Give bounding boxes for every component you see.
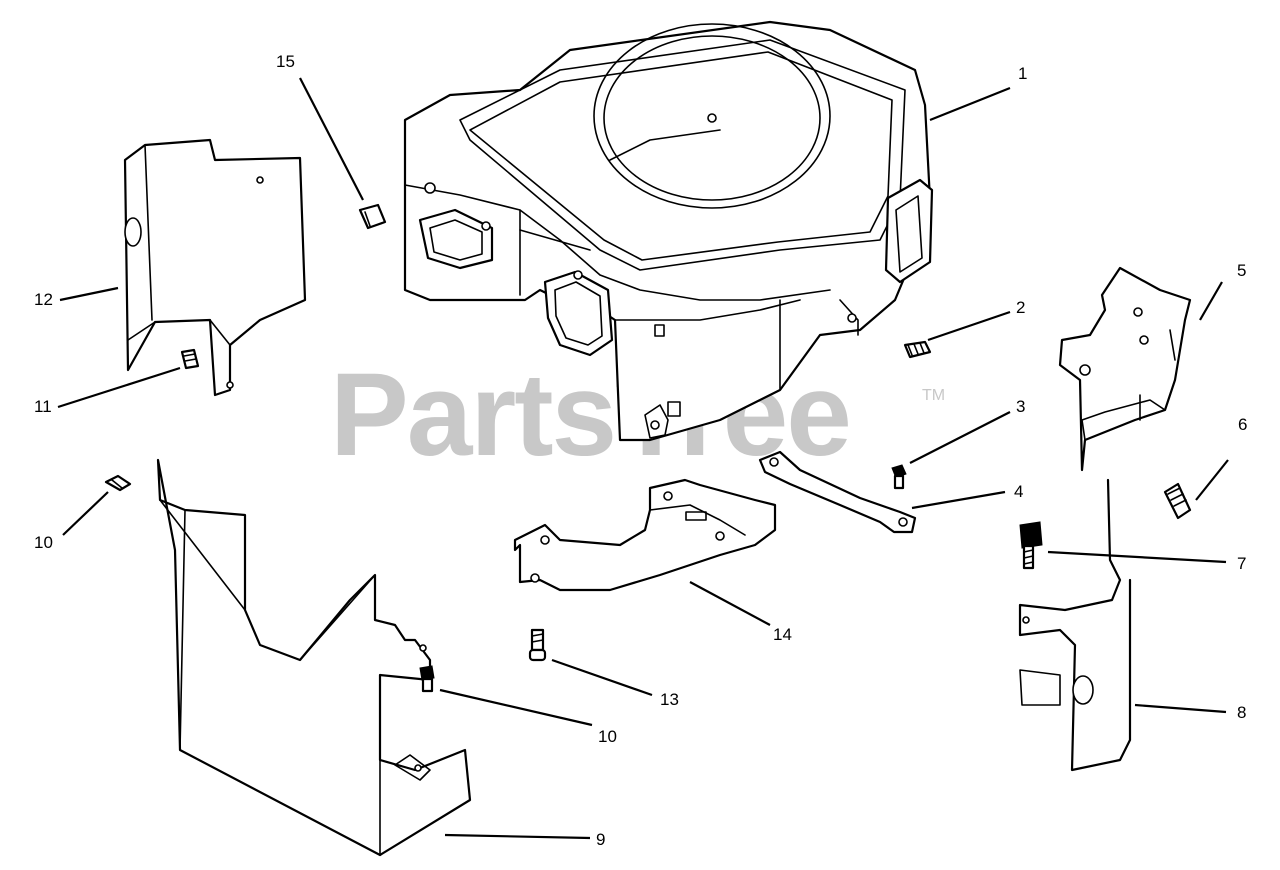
leader-7 xyxy=(1047,550,1227,564)
part-15-plug[interactable] xyxy=(358,203,387,230)
leader-4 xyxy=(911,490,1006,510)
part-11-screw[interactable] xyxy=(180,348,200,370)
leader-6 xyxy=(1195,459,1229,501)
part-8-baffle-lower-right[interactable] xyxy=(1018,478,1132,772)
callout-1: 1 xyxy=(1018,64,1027,83)
part-13-screw[interactable] xyxy=(528,628,547,662)
callout-4: 4 xyxy=(1014,482,1023,501)
leader-10a xyxy=(62,491,109,536)
callout-10b: 10 xyxy=(598,727,617,746)
leader-1 xyxy=(929,86,1011,122)
callout-2: 2 xyxy=(1016,298,1025,317)
callout-7: 7 xyxy=(1237,554,1246,573)
callout-5: 5 xyxy=(1237,261,1246,280)
leader-2 xyxy=(927,310,1011,342)
leader-12 xyxy=(59,286,119,302)
leader-lines xyxy=(57,77,1229,840)
part-6-bolt[interactable] xyxy=(1163,482,1192,520)
part-4-bracket-strap[interactable] xyxy=(758,450,917,534)
callout-14: 14 xyxy=(773,625,792,644)
callout-13: 13 xyxy=(660,690,679,709)
part-10-screw-b[interactable] xyxy=(419,665,435,693)
callout-12: 12 xyxy=(34,290,53,309)
callout-8: 8 xyxy=(1237,703,1246,722)
callout-labels: 1 2 3 4 5 6 7 8 9 10 10 11 12 13 14 15 xyxy=(34,52,1247,849)
callout-6: 6 xyxy=(1238,415,1247,434)
callout-3: 3 xyxy=(1016,397,1025,416)
callout-9: 9 xyxy=(596,830,605,849)
leader-13 xyxy=(551,658,653,697)
part-2-screw[interactable] xyxy=(903,340,932,359)
leader-3 xyxy=(909,411,1011,464)
leader-10b xyxy=(439,688,593,727)
part-1-blower-housing[interactable] xyxy=(403,20,934,442)
callout-11: 11 xyxy=(34,397,52,416)
leader-5 xyxy=(1199,281,1223,321)
part-3-screw[interactable] xyxy=(891,464,907,490)
part-10-screw-a[interactable] xyxy=(104,474,132,492)
leader-14 xyxy=(689,581,771,626)
leader-11 xyxy=(57,366,181,409)
part-7-bolt[interactable] xyxy=(1019,521,1043,570)
leader-9 xyxy=(444,833,591,840)
leader-15 xyxy=(299,77,364,201)
watermark-trademark: TM xyxy=(922,387,945,404)
part-9-shroud-lower-left[interactable] xyxy=(156,458,472,857)
callout-15: 15 xyxy=(276,52,295,71)
callout-10a: 10 xyxy=(34,533,53,552)
part-12-shroud-upper-left[interactable] xyxy=(123,138,307,397)
leader-8 xyxy=(1134,703,1227,714)
part-5-baffle-right[interactable] xyxy=(1058,266,1192,472)
part-14-bracket-mount[interactable] xyxy=(513,478,777,592)
